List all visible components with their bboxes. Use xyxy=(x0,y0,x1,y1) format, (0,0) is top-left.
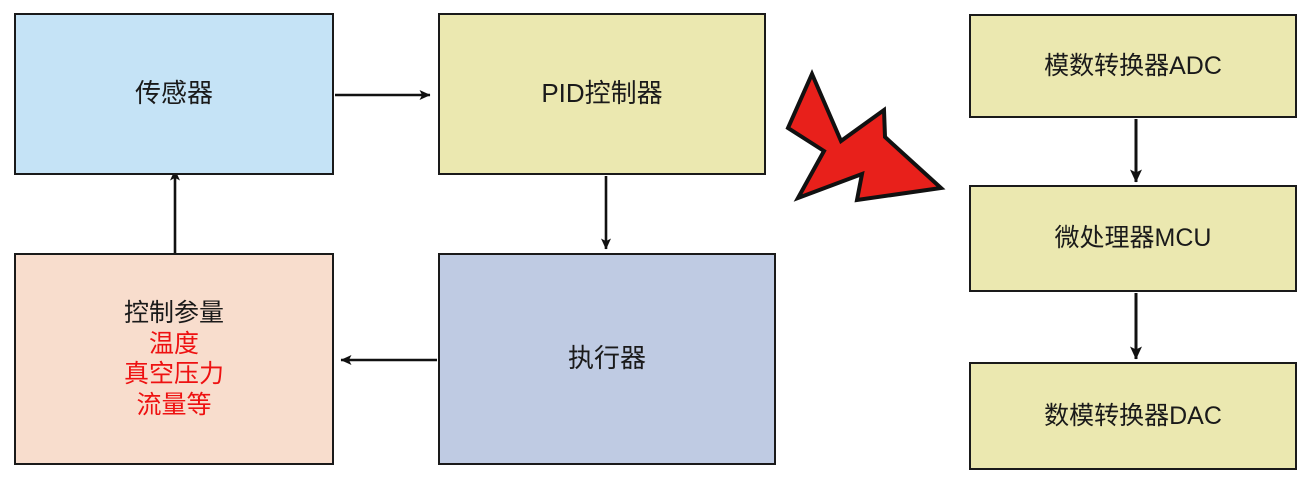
node-pid-controller[interactable]: PID控制器 xyxy=(438,13,766,175)
node-dac-label: 数模转换器DAC xyxy=(1044,401,1222,430)
node-control-parameters-item-temperature: 温度 xyxy=(148,329,199,358)
node-pid-controller-label: PID控制器 xyxy=(541,78,663,109)
node-mcu-label: 微处理器MCU xyxy=(1054,224,1212,253)
node-actuator[interactable]: 执行器 xyxy=(438,253,776,465)
node-actuator-label: 执行器 xyxy=(567,343,646,374)
node-sensor[interactable]: 传感器 xyxy=(14,13,334,175)
expand-detail-arrow-shape xyxy=(785,69,946,203)
node-mcu[interactable]: 微处理器MCU xyxy=(969,185,1297,292)
node-control-parameters-item-flow: 流量等 xyxy=(136,390,212,419)
node-control-parameters-item-vacuum-pressure: 真空压力 xyxy=(123,360,224,388)
node-adc[interactable]: 模数转换器ADC xyxy=(969,14,1297,118)
node-control-parameters-heading: 控制参量 xyxy=(123,299,224,327)
node-sensor-label: 传感器 xyxy=(134,78,213,109)
node-control-parameters[interactable]: 控制参量 温度 真空压力 流量等 xyxy=(14,253,334,465)
node-adc-label: 模数转换器ADC xyxy=(1044,51,1222,80)
node-dac[interactable]: 数模转换器DAC xyxy=(969,362,1297,470)
